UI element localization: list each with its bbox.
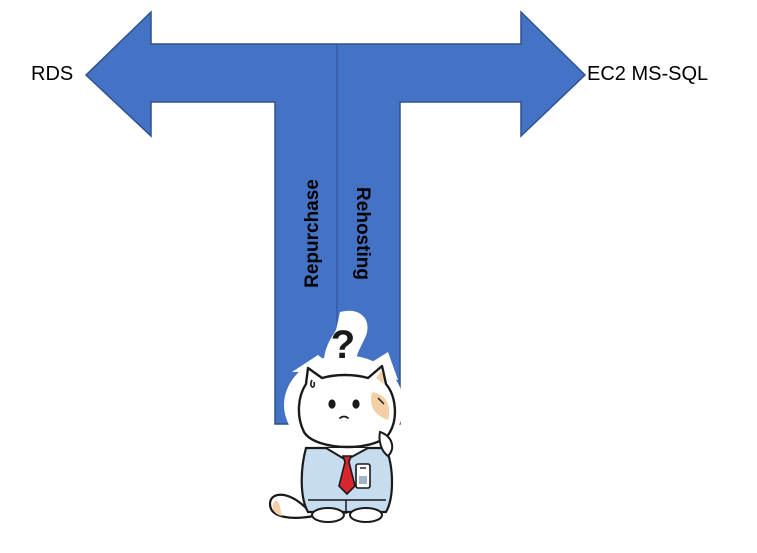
rds-label: RDS [31, 63, 74, 85]
cat-head [297, 364, 397, 449]
ec2-ms-sql-label: EC2 MS-SQL [587, 63, 709, 85]
cat-confusion-mark [377, 397, 385, 405]
cat-right-foot [349, 507, 383, 523]
cat-mouth [339, 415, 349, 419]
question-mark: ? [331, 323, 355, 367]
cat-right-eye [352, 399, 360, 409]
cat-tie [338, 455, 356, 496]
cat-face-patch [371, 392, 390, 420]
cat-ear-patch [376, 370, 384, 384]
cat-paw [378, 430, 394, 458]
cat-left-foot [311, 507, 345, 523]
cat-id-badge-photo [359, 476, 367, 484]
cat-tail-patch [272, 500, 282, 516]
double-headed-t-arrow-shape [84, 10, 587, 425]
cat-sweat-mark [310, 379, 316, 388]
cat-left-eye [328, 399, 336, 409]
